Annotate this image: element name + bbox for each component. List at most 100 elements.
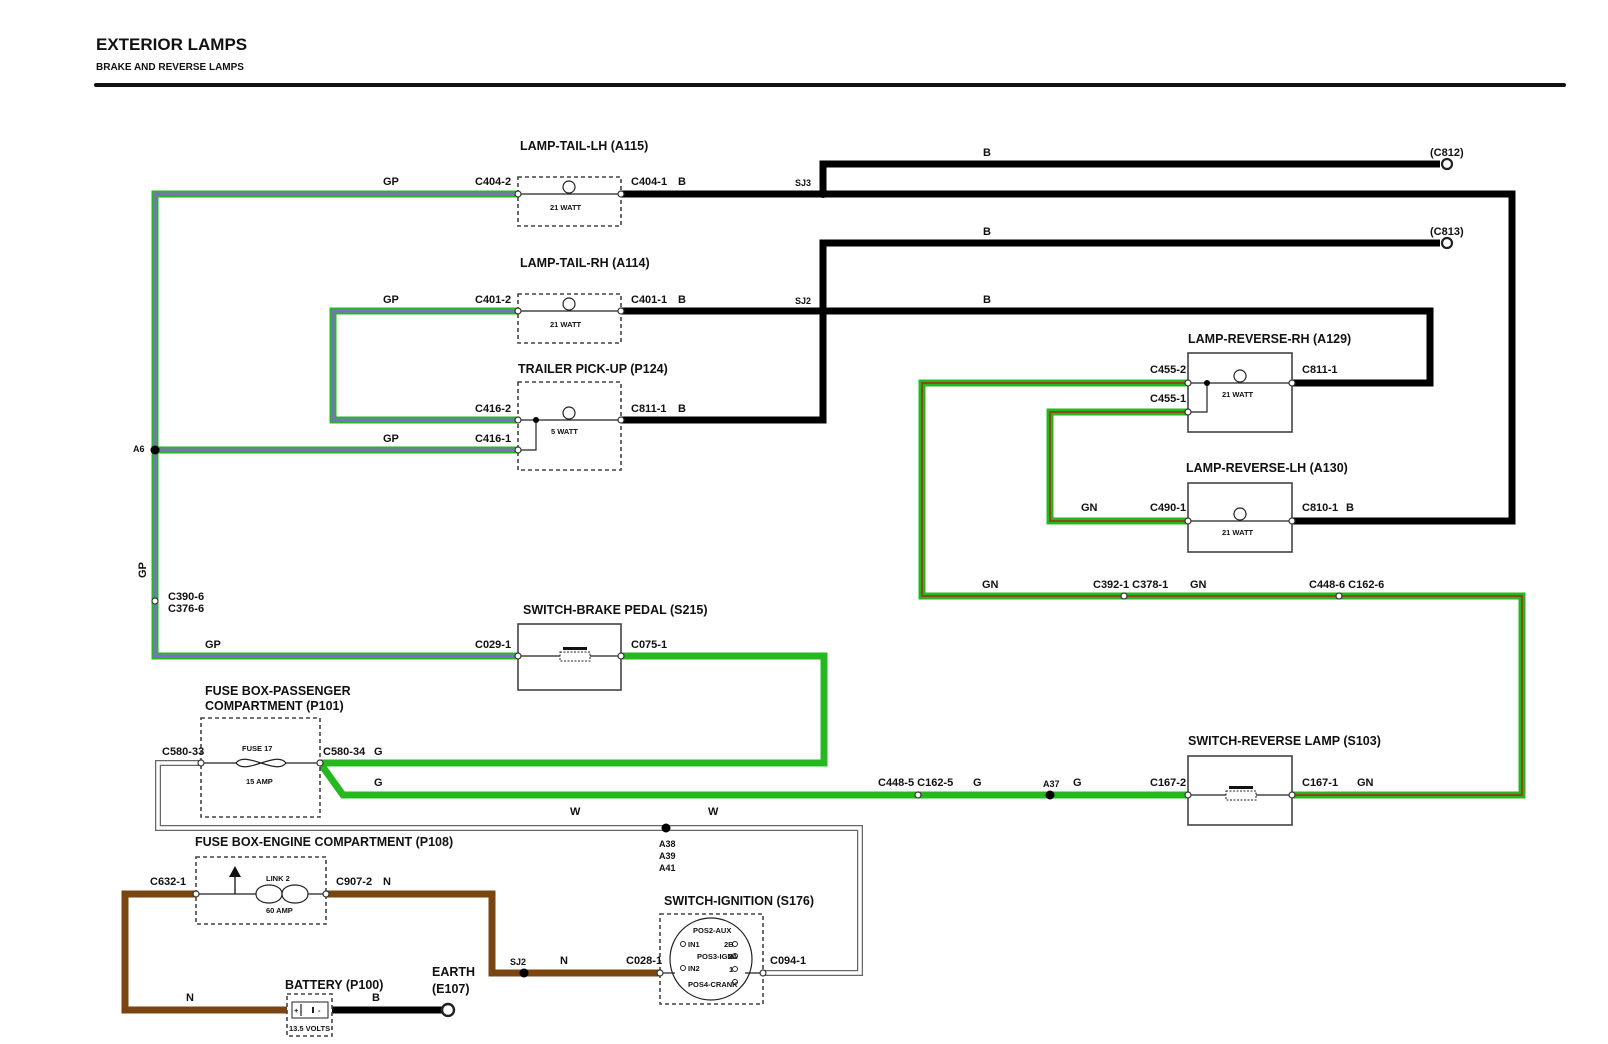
splice-sj3	[819, 190, 827, 198]
lamp-bulb-icon	[1233, 369, 1247, 383]
battery-minus: -	[318, 1006, 321, 1015]
wire-n-battery	[121, 890, 287, 1014]
reverse-lh-title: LAMP-REVERSE-LH (A130)	[1186, 461, 1348, 475]
pin	[514, 190, 522, 198]
wire-g-group	[317, 652, 1188, 799]
ignition-title: SWITCH-IGNITION (S176)	[664, 894, 814, 908]
ignition-contact	[732, 953, 738, 959]
ignition-2b: 2B	[724, 940, 734, 949]
switch-ignition: SWITCH-IGNITION (S176) POS2-AUX IN1 2B P…	[656, 894, 814, 1005]
ignition-pos3: POS3-IGN	[697, 952, 733, 961]
conn-c907-2: C907-2	[336, 876, 372, 888]
fuse-box-passenger: FUSE BOX-PASSENGER COMPARTMENT (P101) FU…	[197, 684, 351, 818]
switch-reverse-lamp: SWITCH-REVERSE LAMP (S103)	[1184, 734, 1381, 826]
lamp-reverse-lh: LAMP-REVERSE-LH (A130) 21 WATT	[1184, 461, 1348, 553]
conn-c580-34: C580-34	[323, 746, 366, 758]
ignition-contact	[680, 965, 686, 971]
wire-label: N	[383, 876, 391, 888]
page-title: EXTERIOR LAMPS	[96, 35, 247, 54]
conn-c376-6: C376-6	[168, 603, 204, 615]
reverse-rh-link	[1188, 383, 1208, 413]
wires	[121, 160, 1526, 1014]
pin	[617, 416, 625, 424]
fuse-pass-fuse: FUSE 17	[242, 744, 272, 753]
ignition-pos4: POS4-CRANK	[688, 980, 738, 989]
splice-label-a41: A41	[659, 863, 676, 873]
ignition-1: 1	[729, 965, 733, 974]
ignition-contact	[732, 941, 738, 947]
reverse-switch-title: SWITCH-REVERSE LAMP (S103)	[1188, 734, 1381, 748]
pin	[1288, 517, 1296, 525]
earth-eyelet-icon	[440, 1002, 456, 1018]
wire-code-labels: GP GP GP GP GP B B B B B B B B G G G G G…	[137, 147, 1374, 1004]
splice-label-sj2: SJ2	[795, 296, 811, 306]
fuse-pass-box	[200, 717, 321, 818]
splice-sj2-n	[519, 968, 529, 978]
splice-label-a37: A37	[1043, 779, 1060, 789]
wire-g-fuse-reverse-switch	[317, 760, 1188, 799]
trailer-pickup-title: TRAILER PICK-UP (P124)	[518, 362, 668, 376]
earth: EARTH (E107)	[432, 965, 475, 1018]
header-rule	[94, 83, 1566, 87]
trailer-pickup: TRAILER PICK-UP (P124) 5 WATT	[514, 362, 668, 471]
lamp-tail-rh-title: LAMP-TAIL-RH (A114)	[520, 256, 650, 270]
splice-a38	[661, 823, 671, 833]
fuse-engine-link: LINK 2	[266, 874, 290, 883]
conn-c455-2: C455-2	[1150, 364, 1186, 376]
wire-label: GN	[1081, 502, 1098, 514]
splice-label-a39: A39	[659, 851, 676, 861]
wire-label: B	[1346, 502, 1354, 514]
conn-c392-1: C392-1 C378-1	[1093, 579, 1168, 591]
wire-gn-reverse-rh-core	[921, 382, 1523, 796]
wire-b-rh-tail	[621, 307, 1434, 387]
fuse-engine-rating: 60 AMP	[266, 906, 293, 915]
conn-c401-1: C401-1	[631, 294, 667, 306]
wire-label: W	[570, 806, 581, 818]
conn-c448-6: C448-6 C162-6	[1309, 579, 1384, 591]
wire-label: GN	[982, 579, 999, 591]
conn-c811-1: C811-1	[631, 403, 666, 415]
wire-label: GP	[383, 176, 399, 188]
battery-plus: +	[294, 1006, 299, 1015]
fuse-engine-title: FUSE BOX-ENGINE COMPARTMENT (P108)	[195, 835, 453, 849]
battery-rating: 13.5 VOLTS	[289, 1024, 330, 1033]
fuse-engine-box	[195, 856, 327, 925]
pin	[1288, 379, 1296, 387]
pin	[514, 416, 522, 424]
switch-contact-icon	[559, 651, 591, 662]
wire-label: G	[973, 777, 982, 789]
wire-label: B	[678, 294, 686, 306]
trailer-link	[518, 420, 537, 451]
reverse-lh-rating: 21 WATT	[1222, 528, 1254, 537]
wire-b-c812	[819, 160, 1440, 194]
conn-c810-1: C810-1	[1302, 502, 1338, 514]
splice-labels: SJ3 SJ2 A6 A37 SJ2 A38 A39 A41	[133, 178, 1060, 967]
pin	[617, 190, 625, 198]
pin	[1184, 791, 1192, 799]
conn-c401-2: C401-2	[475, 294, 511, 306]
wire-label: GP	[205, 639, 221, 651]
switch-contact-icon	[1225, 790, 1257, 801]
inline-connector	[914, 791, 922, 799]
pin	[514, 446, 522, 454]
lamp-tail-rh-rating: 21 WATT	[550, 320, 582, 329]
ignition-contact	[680, 941, 686, 947]
wire-gp-rh-tail-core	[331, 309, 518, 422]
splice-label-sj3: SJ3	[795, 178, 811, 188]
conn-c812: (C812)	[1430, 147, 1464, 159]
conn-c416-1: C416-1	[475, 433, 511, 445]
splice-sj2	[819, 307, 827, 315]
pin	[192, 890, 200, 898]
inline-connector	[1335, 592, 1343, 600]
trailer-rating: 5 WATT	[551, 427, 578, 436]
wire-label: GP	[137, 562, 149, 578]
reverse-lh-box	[1187, 482, 1293, 553]
wire-b-group	[320, 160, 1516, 1014]
conn-c455-1: C455-1	[1150, 393, 1186, 405]
conn-c404-1: C404-1	[631, 176, 667, 188]
splice-a37	[1045, 790, 1055, 800]
eyelet-c812-icon	[1440, 157, 1454, 171]
fuse-box-engine: FUSE BOX-ENGINE COMPARTMENT (P108) LINK …	[192, 835, 453, 925]
ignition-contact	[732, 979, 738, 985]
conn-c028-1: C028-1	[626, 955, 662, 967]
